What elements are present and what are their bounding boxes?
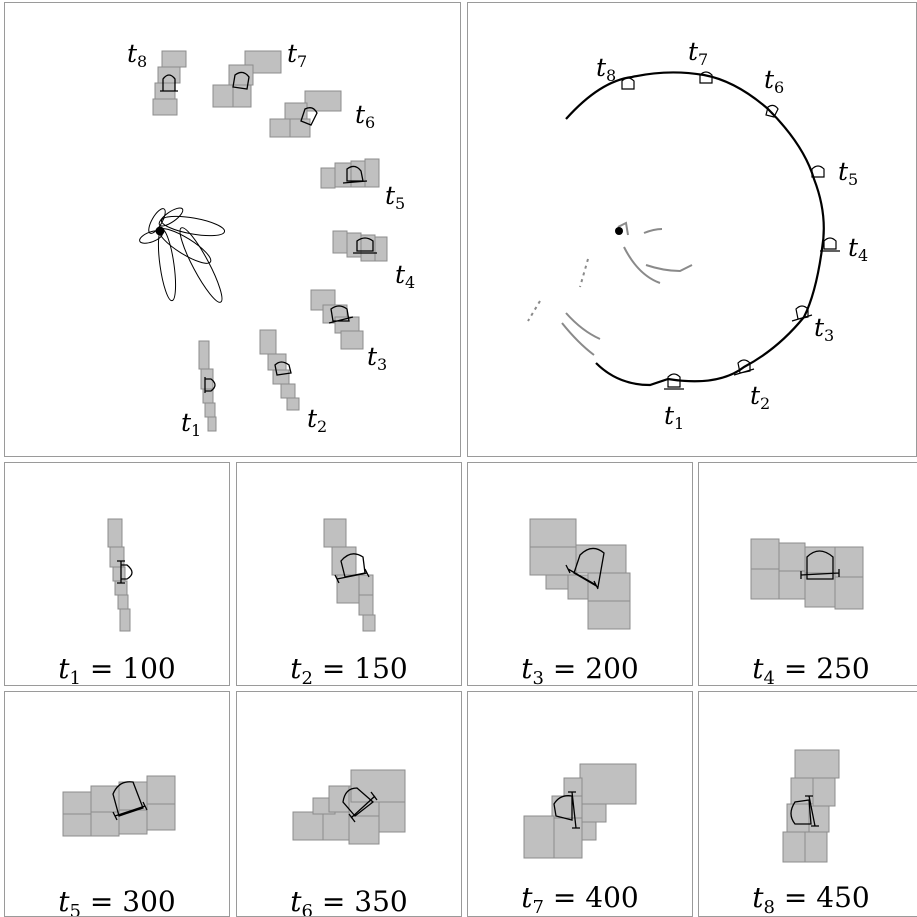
cluster-t7 <box>212 50 282 108</box>
trajectory-label-t4: t4 <box>848 233 869 265</box>
robot-icon <box>160 74 178 92</box>
snapshot-panel-t5: t5 = 300 <box>4 691 230 917</box>
trajectory-label-t3: t3 <box>814 313 835 345</box>
robot-icon <box>328 305 354 324</box>
trajectory-label-t6: t6 <box>764 65 785 97</box>
faint-traces <box>527 221 693 356</box>
trajectory-path <box>565 71 825 387</box>
overview-drawing <box>139 50 388 432</box>
snapshot-caption-t4: t4 = 250 <box>752 652 870 686</box>
trajectory-panel: t1 t2 t3 t4 t5 t6 t7 t8 <box>467 2 917 457</box>
trajectory-label-t2: t2 <box>750 381 771 413</box>
snapshot-panel-t1: t1 = 100 <box>4 462 230 686</box>
snapshot-caption-t2: t2 = 150 <box>290 652 408 686</box>
robot-icon <box>274 361 292 376</box>
trajectory-drawing <box>527 71 840 390</box>
lobe-figure <box>139 207 226 303</box>
overview-label-t2: t2 <box>307 404 328 436</box>
overview-label-t5: t5 <box>385 181 406 213</box>
cluster-t5 <box>320 158 380 189</box>
robot-icon <box>565 547 605 590</box>
cluster-t6 <box>269 90 342 138</box>
robot-icon <box>112 781 148 821</box>
snapshot-panel-t7: t7 = 400 <box>467 691 693 917</box>
trajectory-label-t8: t8 <box>596 53 617 85</box>
snapshot-caption-t5: t5 = 300 <box>58 885 176 917</box>
robot-icon <box>342 787 378 823</box>
robot-icon <box>334 553 370 584</box>
snapshot-panel-t6: t6 = 350 <box>236 691 462 917</box>
robot-icon <box>353 237 377 254</box>
overview-label-t1: t1 <box>181 408 202 440</box>
overview-panel: t1 t2 t3 t4 t5 t6 t7 t8 <box>4 2 461 457</box>
overview-label-t7: t7 <box>287 39 308 71</box>
snapshot-caption-t3: t3 = 200 <box>521 652 639 686</box>
overview-label-t8: t8 <box>127 39 148 71</box>
trajectory-label-t7: t7 <box>688 37 709 69</box>
snapshot-panel-t3: t3 = 200 <box>467 462 693 686</box>
cluster-t8 <box>152 50 187 116</box>
cluster-t3 <box>310 289 364 350</box>
snapshot-panel-t2: t2 = 150 <box>236 462 462 686</box>
overview-label-t3: t3 <box>367 342 388 374</box>
overview-label-t4: t4 <box>395 260 416 292</box>
robot-icon <box>204 377 216 393</box>
robot-icon <box>117 560 133 584</box>
robot-icon <box>232 71 250 90</box>
cluster-t4 <box>332 230 388 262</box>
snapshot-caption-t7: t7 = 400 <box>521 881 639 917</box>
robot-markers <box>621 71 840 390</box>
snapshot-panel-t8: t8 = 450 <box>698 691 917 917</box>
robot-icon <box>300 107 318 126</box>
cluster-t1 <box>198 340 217 432</box>
overview-label-t6: t6 <box>355 100 376 132</box>
snapshot-caption-t6: t6 = 350 <box>290 885 408 917</box>
snapshot-caption-t8: t8 = 450 <box>752 881 870 917</box>
robot-icon <box>553 791 580 829</box>
robot-icon <box>800 550 840 580</box>
trajectory-label-t1: t1 <box>664 401 685 433</box>
robot-icon <box>790 795 819 827</box>
trajectory-label-t5: t5 <box>838 157 859 189</box>
snapshot-caption-t1: t1 = 100 <box>58 652 176 686</box>
cluster-t2 <box>259 329 300 411</box>
robot-icon <box>342 165 368 184</box>
start-point <box>615 227 623 235</box>
snapshot-panel-t4: t4 = 250 <box>698 462 917 686</box>
